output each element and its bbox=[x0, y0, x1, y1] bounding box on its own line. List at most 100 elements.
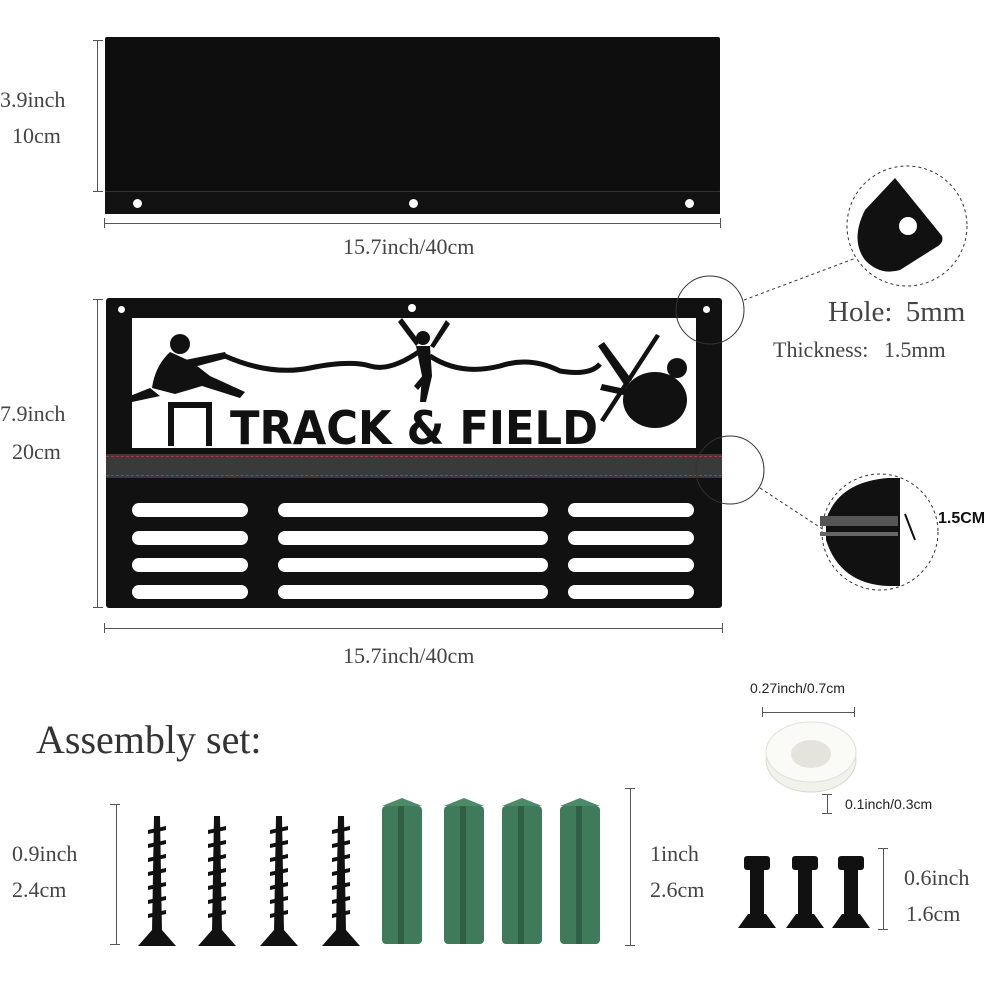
dimension-tick bbox=[93, 40, 103, 41]
hole-label: Hole: 5mm bbox=[828, 296, 965, 329]
dimension-tick bbox=[878, 848, 888, 849]
felt-strip bbox=[106, 454, 722, 478]
screw-length-cm: 2.4cm bbox=[12, 877, 67, 902]
washer-width-line bbox=[762, 712, 854, 713]
hole-value: 5mm bbox=[905, 296, 966, 328]
dimension-tick bbox=[104, 623, 105, 633]
assembly-heading: Assembly set: bbox=[36, 717, 262, 762]
thickness-label-text: Thickness: bbox=[773, 337, 869, 362]
wall-anchor-icon bbox=[560, 798, 600, 944]
stitch-line bbox=[106, 475, 722, 476]
bolt-icon bbox=[786, 856, 824, 928]
hole-label-text: Hole: bbox=[828, 296, 893, 328]
screw-icon bbox=[322, 816, 360, 946]
shelf-top-plate bbox=[105, 37, 720, 192]
anchor-length-cm: 2.6cm bbox=[650, 877, 705, 902]
shelf-width-dimension-line bbox=[104, 223, 721, 224]
thickness-marker bbox=[904, 513, 916, 541]
hanger-title: TRACK & FIELD bbox=[230, 401, 598, 450]
medal-bar bbox=[568, 585, 694, 599]
screw-dimension-line bbox=[116, 804, 117, 944]
dimension-tick bbox=[878, 929, 888, 930]
washer-thickness-label: 0.1inch/0.3cm bbox=[845, 796, 933, 812]
runner-icon bbox=[398, 318, 450, 402]
shelf-mount-lip bbox=[105, 191, 720, 214]
medal-bar bbox=[132, 503, 248, 517]
medal-bar bbox=[278, 558, 548, 572]
washer-thickness-line bbox=[827, 794, 828, 814]
dimension-tick bbox=[93, 191, 103, 192]
dimension-tick bbox=[625, 788, 635, 789]
medal-bar bbox=[568, 531, 694, 545]
athlete-silhouettes: TRACK & FIELD bbox=[130, 318, 687, 450]
stitch-line bbox=[106, 456, 722, 457]
hanger-height-inch: 7.9inch bbox=[0, 401, 66, 426]
dimension-tick bbox=[93, 299, 103, 300]
mount-hole bbox=[409, 199, 418, 208]
anchor-length-inch: 1inch bbox=[650, 841, 699, 866]
medal-bar bbox=[568, 558, 694, 572]
dimension-tick bbox=[762, 707, 763, 717]
mount-hole bbox=[118, 306, 125, 313]
callout-leader bbox=[743, 257, 857, 301]
hurdler-icon bbox=[130, 334, 245, 446]
dimension-tick bbox=[104, 218, 105, 228]
medal-bar bbox=[278, 531, 548, 545]
callout-leader bbox=[759, 487, 825, 531]
hanger-plate bbox=[106, 298, 722, 608]
dimension-tick bbox=[822, 813, 832, 814]
washer-width-label: 0.27inch/0.7cm bbox=[750, 680, 845, 696]
dimension-tick bbox=[720, 218, 721, 228]
screw-icon bbox=[198, 816, 236, 946]
medal-bar bbox=[132, 531, 248, 545]
bolt-icon bbox=[738, 856, 776, 928]
medal-bar bbox=[132, 558, 248, 572]
dimension-tick bbox=[822, 794, 832, 795]
anchors-illustration bbox=[382, 798, 600, 944]
dimension-tick bbox=[722, 623, 723, 633]
hole-callout-ring bbox=[675, 275, 745, 345]
dimension-tick bbox=[625, 945, 635, 946]
detail-callouts bbox=[675, 165, 968, 591]
screw-icon bbox=[138, 816, 176, 946]
dimension-tick bbox=[93, 607, 103, 608]
thickness-label: Thickness: 1.5mm bbox=[773, 337, 946, 363]
hanger-height-dimension-line bbox=[97, 299, 98, 608]
wall-anchor-icon bbox=[444, 798, 484, 944]
mount-hole bbox=[408, 304, 416, 312]
shelf-height-inch: 3.9inch bbox=[0, 87, 66, 112]
washer-icon bbox=[765, 721, 857, 793]
medal-bar bbox=[278, 585, 548, 599]
bolt-length-cm: 1.6cm bbox=[906, 901, 961, 926]
medal-bar bbox=[278, 503, 548, 517]
dimension-tick bbox=[854, 707, 855, 717]
hole-zoom-icon bbox=[857, 178, 943, 272]
dimension-tick bbox=[110, 804, 120, 805]
mount-hole bbox=[703, 306, 710, 313]
pole-vaulter-icon bbox=[598, 334, 687, 428]
hanger-height-cm: 20cm bbox=[12, 439, 61, 464]
bolt-dimension-line bbox=[883, 848, 884, 930]
wall-anchor-icon bbox=[502, 798, 542, 944]
hanger-width-dimension-line bbox=[104, 628, 723, 629]
edge-callout-ring bbox=[695, 435, 765, 505]
screw-length-inch: 0.9inch bbox=[12, 841, 78, 866]
edge-zoom-icon bbox=[820, 478, 900, 586]
anchor-dimension-line bbox=[630, 788, 631, 946]
hole-zoom-ring bbox=[846, 165, 968, 287]
medal-bar bbox=[568, 503, 694, 517]
hanger-width-label: 15.7inch/40cm bbox=[343, 643, 475, 668]
shelf-height-cm: 10cm bbox=[12, 123, 61, 148]
screws-illustration bbox=[138, 816, 360, 946]
landscape-line-icon bbox=[223, 348, 602, 375]
shelf-height-dimension-line bbox=[97, 40, 98, 192]
mount-hole bbox=[133, 199, 142, 208]
screw-icon bbox=[260, 816, 298, 946]
mount-hole bbox=[685, 199, 694, 208]
edge-thickness-label: 1.5CM bbox=[938, 510, 986, 527]
thickness-value: 1.5mm bbox=[883, 337, 946, 362]
wall-anchor-icon bbox=[382, 798, 422, 944]
medal-bar bbox=[132, 585, 248, 599]
bolts-illustration bbox=[738, 856, 870, 928]
shelf-width-label: 15.7inch/40cm bbox=[343, 234, 475, 259]
